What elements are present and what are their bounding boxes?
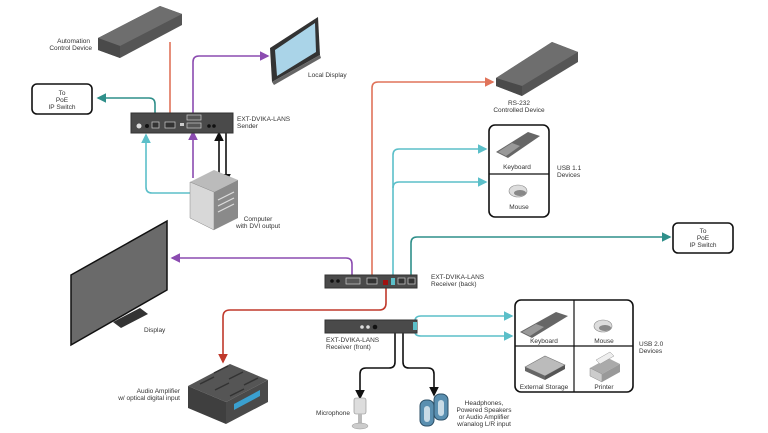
usb11-label-2: Devices [557,172,581,179]
speakers-label-2: Powered Speakers [457,407,513,414]
automation-control-device: Automation Control Device [49,6,182,58]
keyboard-icon [496,132,540,158]
cable-usb11-keyboard [392,144,488,276]
automation-label-1: Automation [57,38,90,45]
usb20-item-mouse: Mouse [594,338,614,345]
sender-label-1: EXT-DVIKA-LANS [237,116,291,123]
cable-speakers [402,330,439,397]
rs232-label-2: Controlled Device [493,107,545,114]
cable-optical-amplifier [218,282,387,364]
poe1-label-3: IP Switch [49,104,76,111]
cable-usb20-keyboard [414,311,514,326]
computer-label-2: with DVI output [235,223,280,230]
ext-dvika-lans-sender: EXT-DVIKA-LANS Sender [130,112,291,134]
receiver-back-label-2: Receiver (back) [431,281,477,288]
cable-usb11-mouse [392,177,488,189]
usb11-item-keyboard: Keyboard [503,164,531,171]
receiver-front-label-1: EXT-DVIKA-LANS [326,337,380,344]
speakers-label-1: Headphones, [465,400,504,407]
poe-switch-1: To PoE IP Switch [31,83,93,115]
cable-usb-computer [141,133,190,194]
receiver-front-label-2: Receiver (front) [326,344,371,351]
display: Display [70,219,168,347]
usb11-devices: Keyboard Mouse USB 1.1 Devices [488,124,582,218]
cable-usb20-mouse [414,326,514,341]
printer-icon [589,351,620,383]
cable-rs232-receiver [371,77,495,276]
usb11-item-mouse: Mouse [509,204,529,211]
poe2-label-3: IP Switch [690,242,717,249]
local-display-label: Local Display [308,72,347,79]
sender-label-2: Sender [237,123,259,130]
computer-label-1: Computer [244,216,273,223]
local-display: Local Display [270,17,347,85]
amplifier-label-2: w/ optical digital input [117,395,180,402]
speakers: Headphones, Powered Speakers or Audio Am… [419,393,513,428]
cable-ethernet-receiver [410,232,672,276]
poe1-label-2: PoE [56,97,69,104]
ext-dvika-lans-receiver-front: EXT-DVIKA-LANS Receiver (front) [324,319,418,351]
external-storage-icon [524,355,566,380]
automation-label-2: Control Device [49,45,92,52]
ext-dvika-lans-receiver-back: EXT-DVIKA-LANS Receiver (back) [324,274,485,289]
keyboard-icon [520,312,568,338]
usb11-label-1: USB 1.1 [557,165,582,172]
mouse-icon [508,184,528,198]
rs232-controlled-device: RS-232 Controlled Device [493,42,578,114]
mouse-icon [593,319,613,333]
usb20-label-2: Devices [639,348,663,355]
rs232-label-1: RS-232 [508,100,530,107]
speakers-label-4: w/analog L/R input [456,421,511,428]
usb20-devices: Keyboard Mouse External Storage Printer … [514,299,664,393]
receiver-back-label-1: EXT-DVIKA-LANS [431,274,485,281]
usb20-item-keyboard: Keyboard [530,338,558,345]
speakers-label-3: or Audio Amplifier [459,414,510,421]
cable-ethernet-sender [96,93,156,124]
poe2-label-1: To [700,228,707,235]
poe1-label-1: To [59,90,66,97]
poe2-label-2: PoE [697,235,710,242]
microphone: Microphone [316,397,369,430]
usb20-label-1: USB 2.0 [639,341,664,348]
cable-dvi-display [170,253,353,277]
microphone-label: Microphone [316,410,350,417]
usb20-item-external-storage: External Storage [520,384,569,391]
audio-amplifier: Audio Amplifier w/ optical digital input [117,364,268,424]
cable-dvi-local [192,51,270,118]
display-label: Display [144,327,166,334]
cable-microphone [355,330,396,400]
amplifier-label-1: Audio Amplifier [137,388,181,395]
usb20-item-printer: Printer [594,384,614,391]
poe-switch-2: To PoE IP Switch [672,222,734,254]
computer: Computer with DVI output [189,170,280,231]
